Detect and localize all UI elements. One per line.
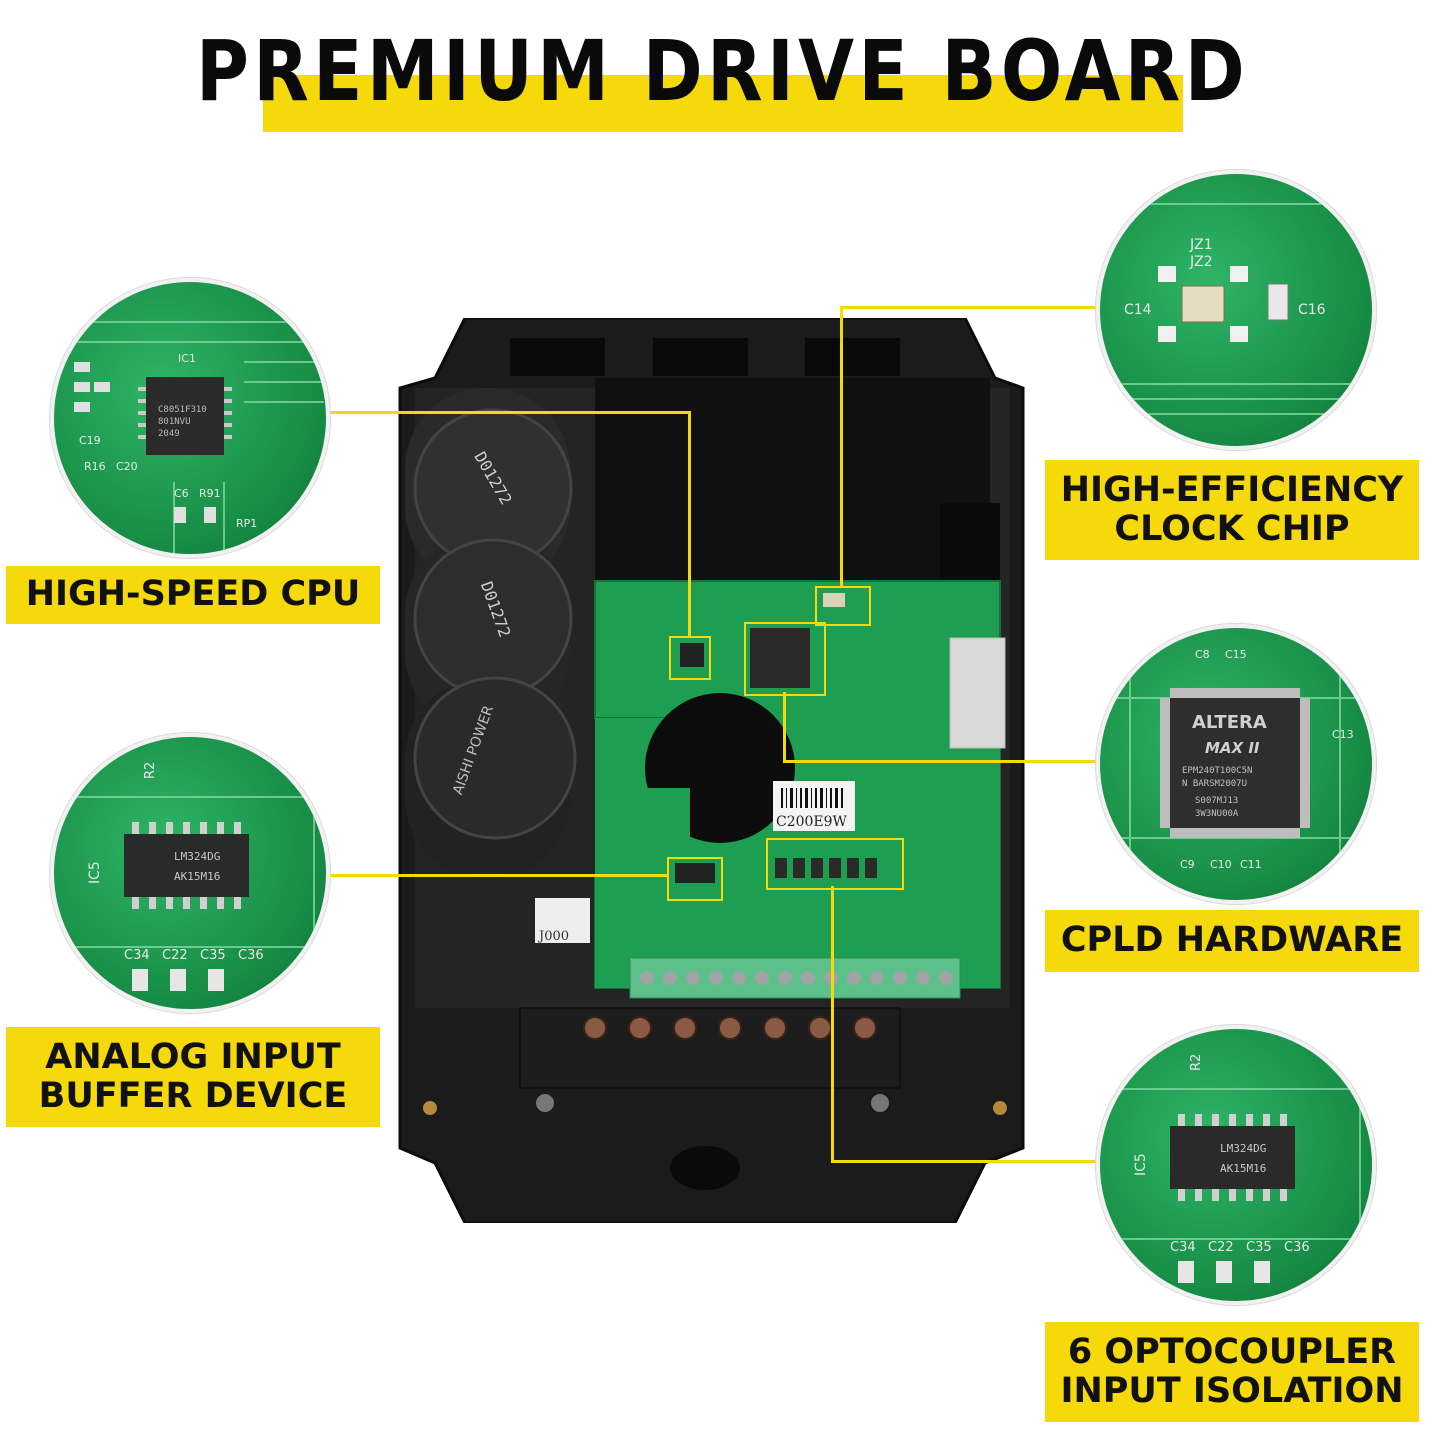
sticker-text: C200E9W: [776, 814, 848, 830]
svg-text:R16: R16: [84, 460, 106, 473]
label-analog-input-text: ANALOG INPUT BUFFER DEVICE: [38, 1036, 348, 1116]
svg-text:IC1: IC1: [178, 352, 196, 365]
mounting-screws: [423, 1094, 1007, 1115]
clock-highlight-box: [815, 586, 871, 626]
svg-text:C34: C34: [1170, 1240, 1196, 1255]
pcb-clock-chip: [823, 593, 845, 607]
pcb-cpu-chip: [680, 643, 704, 667]
svg-text:LM324DG: LM324DG: [1220, 1142, 1266, 1155]
svg-text:C11: C11: [1240, 858, 1262, 871]
svg-text:JZ2: JZ2: [1189, 254, 1213, 270]
bottom-cable-hole: [670, 1146, 740, 1190]
svg-text:S007MJ13: S007MJ13: [1195, 796, 1238, 806]
page-title: PREMIUM DRIVE BOARD: [196, 22, 1249, 120]
analog-connector-horizontal: [328, 874, 669, 877]
svg-text:C9: C9: [1180, 858, 1195, 871]
label-analog-input: ANALOG INPUT BUFFER DEVICE: [6, 1027, 380, 1127]
svg-text:C22: C22: [162, 948, 188, 963]
svg-text:MAX II: MAX II: [1205, 739, 1260, 757]
svg-text:C19: C19: [79, 434, 101, 447]
cpu-zoom-circle: C8051F310 801NVU 2049 IC1 R16 C20 C6 R91…: [50, 278, 330, 558]
top-vents: [510, 338, 900, 376]
signal-terminal-screws: [640, 971, 953, 985]
cpld-connector-vertical: [783, 692, 786, 762]
cpld-connector-horizontal: [783, 760, 1100, 763]
ribbon-cable: [949, 637, 1006, 749]
opto-zoom-circle: LM324DG AK15M16 IC5 R2 C34 C22 C35 C36: [1096, 1025, 1376, 1305]
svg-text:JZ1: JZ1: [1189, 237, 1213, 253]
capacitors: [405, 388, 577, 878]
cpld-highlight-box: [744, 622, 826, 696]
svg-text:AK15M16: AK15M16: [1220, 1162, 1266, 1175]
svg-text:C14: C14: [1124, 302, 1152, 318]
svg-text:ALTERA: ALTERA: [1192, 712, 1267, 733]
svg-text:C22: C22: [1208, 1240, 1234, 1255]
svg-text:C16: C16: [1298, 302, 1326, 318]
svg-text:R2: R2: [1189, 1054, 1204, 1071]
analog-zoom-circle: LM324DG AK15M16 IC5 R2 C34 C22 C35 C36: [50, 733, 330, 1013]
label-cpld-hardware-text: CPLD HARDWARE: [1060, 920, 1404, 961]
power-terminal-screws: [583, 1016, 877, 1040]
label-optocoupler-text: 6 OPTOCOUPLER INPUT ISOLATION: [1060, 1331, 1404, 1411]
label-clock-chip: HIGH-EFFICIENCY CLOCK CHIP: [1045, 460, 1419, 560]
svg-text:C35: C35: [1246, 1240, 1272, 1255]
svg-text:C34: C34: [124, 948, 150, 963]
svg-text:C8: C8: [1195, 648, 1210, 661]
second-sticker-text: J000: [537, 929, 569, 944]
svg-text:3W3NU00A: 3W3NU00A: [1195, 809, 1239, 819]
svg-text:R91: R91: [199, 487, 221, 500]
svg-text:IC5: IC5: [1133, 1153, 1149, 1176]
barcode: [781, 788, 843, 808]
label-optocoupler: 6 OPTOCOUPLER INPUT ISOLATION: [1045, 1322, 1419, 1422]
clock-zoom-circle: JZ1 JZ2 C14 C16: [1096, 170, 1376, 450]
svg-text:801NVU: 801NVU: [158, 417, 191, 427]
svg-text:C10: C10: [1210, 858, 1232, 871]
svg-text:AK15M16: AK15M16: [174, 870, 220, 883]
drive-board-photo: D01272 D01272 AISHI POWER C200E9W J000: [398, 318, 1025, 1223]
svg-text:R2: R2: [143, 762, 158, 779]
svg-text:IC5: IC5: [87, 861, 103, 884]
svg-text:C6: C6: [174, 487, 189, 500]
title-highlight-bar: [263, 75, 1183, 132]
cpld-zoom-circle: ALTERA MAX II EPM240T100C5N N BARSM2007U…: [1096, 624, 1376, 904]
svg-text:C20: C20: [116, 460, 138, 473]
signal-terminal-block: [629, 957, 961, 999]
label-high-speed-cpu-text: HIGH-SPEED CPU: [25, 574, 361, 615]
svg-text:C35: C35: [200, 948, 226, 963]
clock-connector-vertical: [840, 306, 843, 588]
cpu-highlight-box: [669, 636, 711, 680]
opto-connector-vertical: [831, 886, 834, 1162]
opto-highlight-box: [766, 838, 904, 890]
second-sticker: [535, 898, 590, 943]
power-terminal-block: [519, 1007, 901, 1089]
label-high-speed-cpu: HIGH-SPEED CPU: [6, 566, 380, 624]
analog-zoom-detail: LM324DG AK15M16 IC5 R2 C34 C22 C35 C36: [54, 737, 326, 1009]
svg-text:LM324DG: LM324DG: [174, 850, 220, 863]
svg-text:C36: C36: [1284, 1240, 1310, 1255]
svg-text:N BARSM2007U: N BARSM2007U: [1182, 779, 1247, 789]
svg-text:C15: C15: [1225, 648, 1247, 661]
svg-text:C8051F310: C8051F310: [158, 405, 207, 415]
clock-connector-horizontal: [840, 306, 1098, 309]
svg-text:C36: C36: [238, 948, 264, 963]
pcb-optocouplers: [775, 858, 877, 878]
svg-text:RP1: RP1: [236, 517, 257, 530]
label-cpld-hardware: CPLD HARDWARE: [1045, 910, 1419, 972]
cpu-zoom-detail: C8051F310 801NVU 2049 IC1 R16 C20 C6 R91…: [54, 321, 324, 554]
cpld-zoom-detail: ALTERA MAX II EPM240T100C5N N BARSM2007U…: [1100, 628, 1372, 900]
cpu-connector-horizontal: [327, 411, 690, 414]
opto-connector-horizontal: [831, 1160, 1099, 1163]
clock-zoom-detail: JZ1 JZ2 C14 C16: [1100, 203, 1372, 415]
label-clock-chip-text: HIGH-EFFICIENCY CLOCK CHIP: [1060, 469, 1404, 549]
svg-text:C14: C14: [1320, 648, 1342, 661]
analog-highlight-box: [667, 857, 723, 901]
pcb-amp-chip: [675, 863, 715, 883]
opto-zoom-detail: LM324DG AK15M16 IC5 R2 C34 C22 C35 C36: [1100, 1029, 1372, 1301]
svg-text:2049: 2049: [158, 429, 180, 439]
pcb-cpld-chip: [750, 628, 810, 688]
cpu-connector-vertical: [688, 411, 691, 637]
svg-text:EPM240T100C5N: EPM240T100C5N: [1182, 766, 1252, 776]
svg-text:C13: C13: [1332, 728, 1354, 741]
